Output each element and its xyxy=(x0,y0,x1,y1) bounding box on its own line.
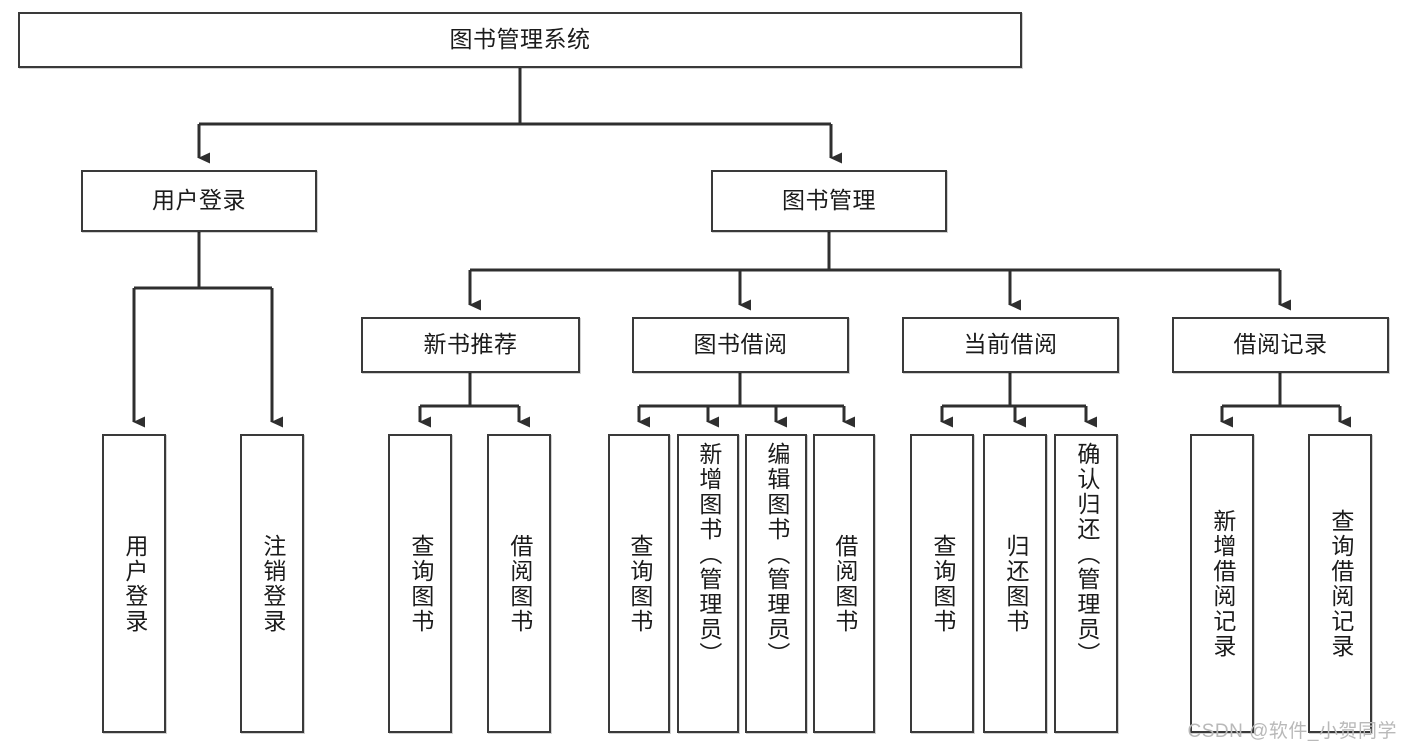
node-leaf-return-book[interactable]: 归还图书 xyxy=(983,434,1047,733)
node-label: 借阅图书 xyxy=(831,533,858,634)
node-label: 用户登录 xyxy=(121,533,148,634)
node-label: 图书管理 xyxy=(782,187,876,214)
node-leaf-logout-login[interactable]: 注销登录 xyxy=(240,434,304,733)
csdn-watermark: CSDN @软件_小贺同学 xyxy=(1187,721,1397,742)
node-leaf-add-book[interactable]: 新增图书（管理员） xyxy=(677,434,739,733)
node-label: 新增图书（管理员） xyxy=(695,442,722,667)
node-label: 借阅记录 xyxy=(1233,331,1328,358)
node-book-manage[interactable]: 图书管理 xyxy=(711,170,947,232)
node-leaf-query-book-1[interactable]: 查询图书 xyxy=(388,434,452,733)
node-label: 查询图书 xyxy=(929,533,956,634)
node-label: 注销登录 xyxy=(259,533,286,634)
node-current-borrow[interactable]: 当前借阅 xyxy=(902,317,1119,373)
node-label: 当前借阅 xyxy=(963,331,1058,358)
node-leaf-query-book-3[interactable]: 查询图书 xyxy=(910,434,974,733)
node-label: 归还图书 xyxy=(1002,533,1029,634)
node-user-login[interactable]: 用户登录 xyxy=(81,170,317,232)
node-leaf-user-login[interactable]: 用户登录 xyxy=(102,434,166,733)
node-leaf-confirm-return[interactable]: 确认归还（管理员） xyxy=(1054,434,1118,733)
node-label: 图书管理系统 xyxy=(449,26,591,53)
node-label: 新书推荐 xyxy=(423,331,518,358)
node-label: 确认归还（管理员） xyxy=(1073,442,1100,667)
node-label: 借阅图书 xyxy=(506,533,533,634)
node-label: 查询借阅记录 xyxy=(1327,508,1354,659)
node-root-system[interactable]: 图书管理系统 xyxy=(18,12,1022,68)
node-label: 新增借阅记录 xyxy=(1209,508,1236,659)
node-new-book-recommend[interactable]: 新书推荐 xyxy=(361,317,580,373)
node-label: 编辑图书（管理员） xyxy=(763,442,790,667)
node-book-borrow[interactable]: 图书借阅 xyxy=(632,317,849,373)
node-label: 查询图书 xyxy=(626,533,653,634)
node-leaf-edit-book[interactable]: 编辑图书（管理员） xyxy=(745,434,807,733)
node-borrow-record[interactable]: 借阅记录 xyxy=(1172,317,1389,373)
node-label: 图书借阅 xyxy=(693,331,788,358)
node-leaf-query-record[interactable]: 查询借阅记录 xyxy=(1308,434,1372,733)
node-leaf-borrow-book-2[interactable]: 借阅图书 xyxy=(813,434,875,733)
node-leaf-query-book-2[interactable]: 查询图书 xyxy=(608,434,670,733)
node-label: 查询图书 xyxy=(407,533,434,634)
node-leaf-borrow-book-1[interactable]: 借阅图书 xyxy=(487,434,551,733)
node-label: 用户登录 xyxy=(152,187,246,214)
node-leaf-add-record[interactable]: 新增借阅记录 xyxy=(1190,434,1254,733)
